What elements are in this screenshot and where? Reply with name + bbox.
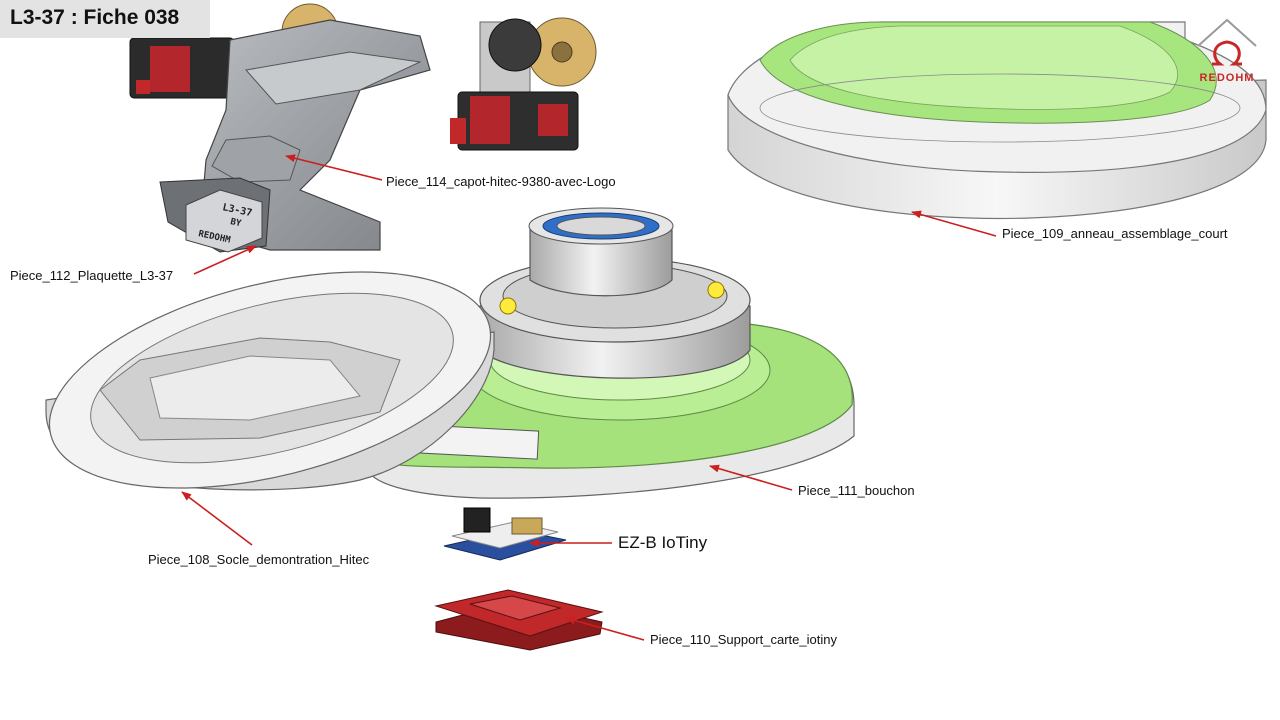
plaque-line-2: BY bbox=[229, 217, 242, 229]
arrow-piece-112 bbox=[193, 245, 257, 275]
ring-piece-109 bbox=[727, 21, 1267, 220]
arrow-piece-114 bbox=[285, 154, 383, 181]
logo-text: REDOHM bbox=[1199, 72, 1255, 84]
bearings bbox=[479, 207, 751, 379]
ezb-iotiny-board bbox=[443, 507, 567, 561]
label-piece-108: Piece_108_Socle_demontration_Hitec bbox=[148, 552, 370, 567]
support-piece-110 bbox=[434, 589, 604, 651]
arrow-piece-108 bbox=[181, 491, 253, 546]
label-piece-111: Piece_111_bouchon bbox=[798, 483, 915, 498]
label-piece-110: Piece_110_Support_carte_iotiny bbox=[650, 632, 837, 647]
label-piece-112: Piece_112_Plaquette_L3-37 bbox=[10, 268, 174, 283]
label-piece-109: Piece_109_anneau_assemblage_court bbox=[1002, 226, 1228, 241]
redohm-logo: REDOHM bbox=[1194, 16, 1260, 88]
servo-center bbox=[450, 17, 597, 151]
label-ezb-iotiny: EZ-B IoTiny bbox=[618, 533, 708, 552]
arrow-piece-109 bbox=[911, 210, 997, 237]
cover-piece-114 bbox=[159, 19, 431, 253]
omega-house-icon bbox=[1197, 18, 1257, 66]
page-title: L3-37 : Fiche 038 bbox=[10, 6, 180, 29]
arrow-piece-111 bbox=[709, 464, 793, 491]
title-bar: L3-37 : Fiche 038 bbox=[0, 0, 210, 38]
leader-arrows bbox=[181, 154, 997, 641]
arrow-piece-110 bbox=[565, 616, 645, 641]
base-piece-108 bbox=[45, 271, 495, 491]
label-piece-114: Piece_114_capot-hitec-9380-avec-Logo bbox=[386, 174, 616, 189]
